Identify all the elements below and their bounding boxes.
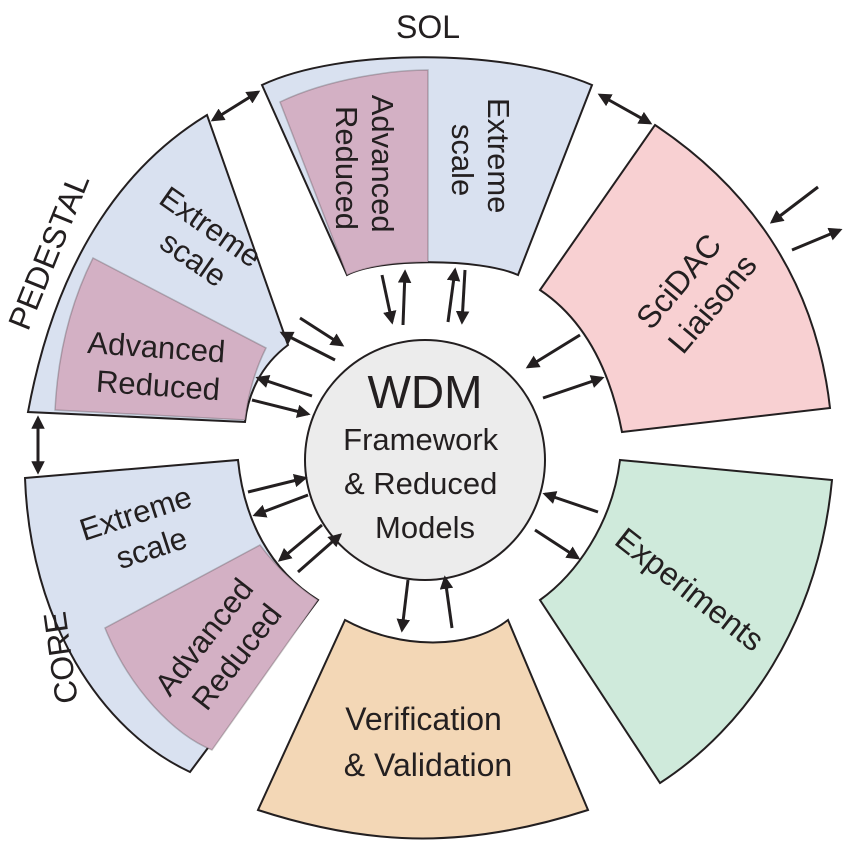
pedestal-segment: Extreme scale Advanced Reduced PEDESTAL xyxy=(1,113,290,424)
wdm-subtitle-line-1: Framework xyxy=(343,422,499,457)
arrow-scidac-to-center xyxy=(525,333,581,369)
sol-extreme-label: Extreme scale xyxy=(445,98,516,222)
wdm-title: WDM xyxy=(368,366,483,418)
pedestal-advanced-line-2: Reduced xyxy=(95,364,221,408)
verification-label: Verification & Validation xyxy=(344,701,512,783)
arrows xyxy=(31,90,843,633)
wdm-subtitle-line-3: Models xyxy=(375,510,475,545)
sol-extreme-line-1: Extreme xyxy=(481,98,516,213)
experiments-segment: Experiments xyxy=(538,458,834,785)
arrow-center-up-2 xyxy=(446,267,461,323)
arrow-center-to-verification xyxy=(396,579,410,633)
arrow-center-to-experiments xyxy=(534,528,581,560)
arrow-experiments-to-center xyxy=(542,491,599,514)
sol-segment: Extreme scale Advanced Reduced SOL xyxy=(260,9,594,277)
arrow-external-into-scidac xyxy=(769,185,819,224)
arrow-pedestal-in-1 xyxy=(299,316,345,347)
arrow-center-to-pedestal-1 xyxy=(279,331,336,362)
wdm-subtitle: Framework & Reduced Models xyxy=(343,422,507,545)
wdm-subtitle-line-2: & Reduced xyxy=(344,466,497,501)
experiments-region xyxy=(538,458,834,785)
sol-advanced-region xyxy=(279,69,429,277)
core-advanced-region xyxy=(104,544,320,751)
core-segment: Extreme scale Advanced Reduced CORE xyxy=(23,458,320,774)
arrow-sol-down-1 xyxy=(380,274,397,325)
verification-region xyxy=(256,618,590,840)
arrow-center-to-core-2 xyxy=(277,523,323,562)
pedestal-advanced-region xyxy=(54,256,268,421)
double-arrow-sol-scidac xyxy=(597,93,653,125)
arrow-center-to-pedestal-2 xyxy=(255,375,313,398)
wdm-center: WDM Framework & Reduced Models xyxy=(304,339,546,581)
arrow-scidac-external-out xyxy=(791,227,843,252)
wdm-center-circle xyxy=(304,339,546,581)
sol-advanced-line-1: Advanced xyxy=(365,95,400,233)
arrow-center-to-core-1 xyxy=(252,493,309,518)
arrow-pedestal-in-2 xyxy=(251,398,311,418)
pedestal-advanced-label: Advanced Reduced xyxy=(84,325,235,408)
sol-extreme-line-2: scale xyxy=(445,124,480,196)
double-arrow-pedestal-sol xyxy=(210,90,261,122)
verification-segment: Verification & Validation xyxy=(256,618,590,840)
verification-line-1: Verification xyxy=(345,701,502,737)
arrow-sol-down-2 xyxy=(455,269,470,325)
arrow-center-to-scidac xyxy=(542,375,605,400)
arrow-verification-to-center xyxy=(439,575,454,629)
verification-line-2: & Validation xyxy=(344,747,512,783)
sol-advanced-label: Advanced Reduced xyxy=(329,95,400,242)
sol-advanced-line-2: Reduced xyxy=(329,106,364,230)
arrow-core-in-2 xyxy=(297,533,343,574)
arrow-core-in-1 xyxy=(247,474,308,494)
arrow-center-up-1 xyxy=(397,269,412,326)
scidac-segment: SciDAC Liaisons xyxy=(538,123,832,434)
sol-outer-label: SOL xyxy=(396,9,460,45)
scidac-region xyxy=(538,123,832,434)
